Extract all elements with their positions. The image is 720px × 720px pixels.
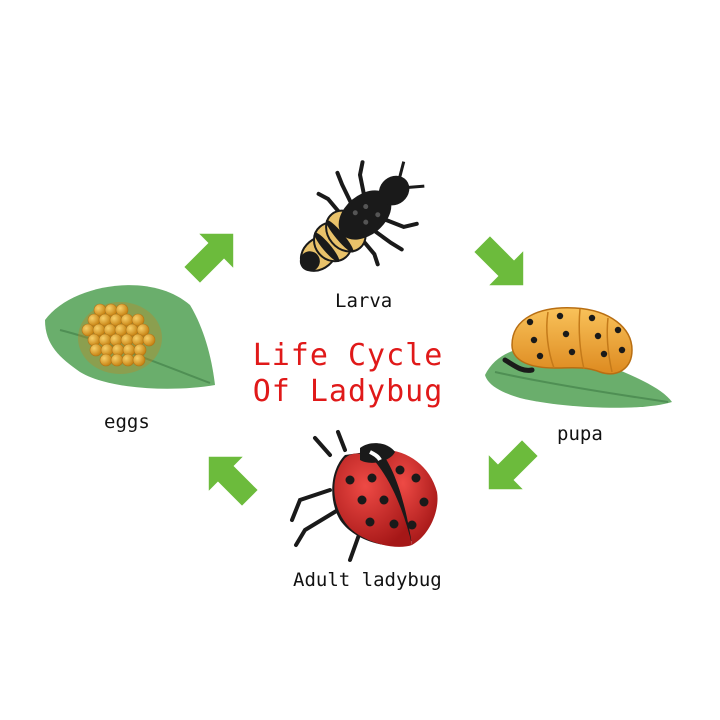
ladybug-spot [358, 496, 367, 505]
ladybug-spot [408, 521, 417, 530]
pupa-spot [589, 315, 595, 321]
pupa-spot [537, 353, 543, 359]
larva-illustration [270, 136, 446, 306]
pupa-spot [569, 349, 575, 355]
ladybug-spot [368, 474, 377, 483]
pupa-spot [619, 347, 625, 353]
pupa-spot [601, 351, 607, 357]
pupa-spot [531, 337, 537, 343]
egg [143, 334, 155, 346]
ladybug-spot [412, 474, 421, 483]
label-pupa: pupa [557, 425, 603, 444]
title-line-2: Of Ladybug [238, 374, 458, 410]
egg [111, 354, 123, 366]
pupa-illustration [485, 308, 672, 408]
ladybug-spot [396, 466, 405, 475]
adult-ladybug-illustration [292, 432, 438, 560]
arrow-up-left-icon [192, 440, 267, 515]
label-larva: Larva [335, 292, 392, 311]
ladybug-spot [346, 476, 355, 485]
arrow-up-right-icon [175, 217, 250, 292]
pupa-spot [557, 313, 563, 319]
eggs-illustration [45, 285, 215, 389]
pupa-spot [527, 319, 533, 325]
pupa-spot [615, 327, 621, 333]
ladybug-spot [420, 498, 429, 507]
label-adult-ladybug: Adult ladybug [293, 571, 442, 590]
egg [90, 344, 102, 356]
pupa-spot [595, 333, 601, 339]
egg [100, 354, 112, 366]
arrow-down-left-icon [472, 431, 547, 506]
egg [133, 354, 145, 366]
label-eggs: eggs [104, 413, 150, 432]
title-line-1: Life Cycle [238, 338, 458, 374]
pupa-spot [563, 331, 569, 337]
diagram-title: Life Cycle Of Ladybug [238, 338, 458, 410]
ladybug-spot [390, 520, 399, 529]
ladybug-spot [380, 496, 389, 505]
ladybug-spot [366, 518, 375, 527]
arrow-down-right-icon [465, 227, 540, 302]
egg [122, 354, 134, 366]
